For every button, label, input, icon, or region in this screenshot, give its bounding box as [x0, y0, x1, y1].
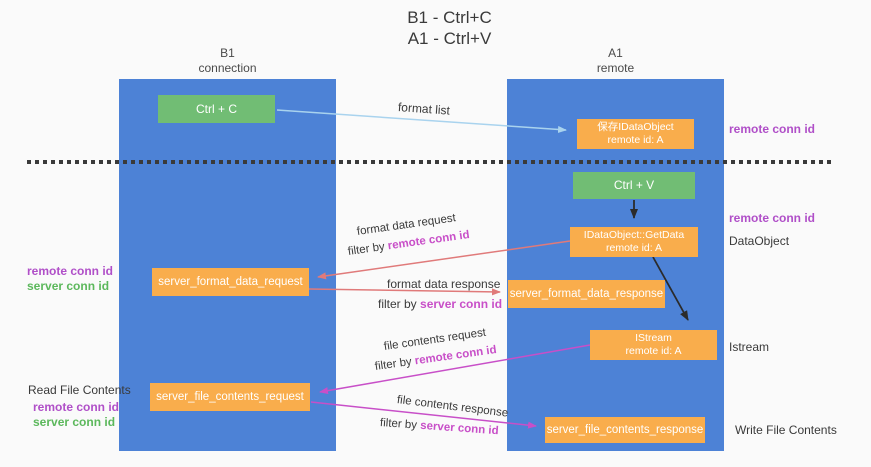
dashed-divider: [27, 160, 832, 164]
left-mid-server-conn-id: server conn id: [27, 279, 110, 293]
getdata-line2: remote id: A: [605, 242, 663, 254]
istream-line1: IStream: [635, 332, 672, 344]
dataobject-annotation: DataObject: [729, 234, 790, 248]
lane-a1-name: A1: [608, 46, 623, 60]
getdata-line1: IDataObject::GetData: [583, 229, 685, 241]
filter-key-server-conn-id: server conn id: [420, 297, 503, 311]
file-contents-response-label: file contents response: [396, 394, 509, 420]
read-file-contents-annotation: Read File Contents: [28, 383, 131, 397]
server-file-contents-response-box: server_file_contents_response: [545, 417, 705, 443]
page-title: B1 - Ctrl+C A1 - Ctrl+V: [377, 7, 522, 49]
write-file-contents-annotation: Write File Contents: [735, 423, 837, 437]
left-mid-remote-conn-id: remote conn id: [27, 264, 114, 278]
title-line2: A1 - Ctrl+V: [407, 29, 492, 48]
filter-key-remote-conn-id: remote conn id: [414, 343, 498, 368]
title-line1: B1 - Ctrl+C: [407, 8, 492, 27]
filter-key-server-conn-id: server conn id: [419, 419, 500, 438]
save-dataobject-line1: 保存IDataObject: [597, 121, 674, 133]
remote-conn-id-top-annotation: remote conn id: [729, 122, 816, 136]
filter-prefix: filter by: [374, 355, 416, 373]
server-file-contents-request-box: server_file_contents_request: [150, 383, 310, 411]
save-dataobject-line2: remote id: A: [607, 134, 664, 146]
lane-b1-name: B1: [220, 46, 235, 60]
format-response-filter-label: filter by server conn id: [378, 297, 502, 311]
server-format-data-request-box: server_format_data_request: [152, 268, 309, 296]
server-format-data-response-box: server_format_data_response: [508, 280, 665, 308]
format-list-label: format list: [397, 100, 451, 118]
ctrl-c-box: Ctrl + C: [158, 95, 275, 123]
getdata-box: IDataObject::GetData remote id: A: [570, 227, 698, 257]
lane-header-a1: A1 remote: [507, 46, 724, 76]
remote-conn-id-mid-annotation: remote conn id: [729, 211, 816, 225]
lane-header-b1: B1 connection: [119, 46, 336, 76]
filter-prefix: filter by: [347, 240, 389, 258]
filter-key-remote-conn-id: remote conn id: [387, 228, 471, 253]
left-bottom-server-conn-id: server conn id: [33, 415, 116, 429]
istream-annotation: Istream: [729, 340, 770, 354]
lane-a1-role: remote: [596, 61, 635, 75]
left-bottom-remote-conn-id: remote conn id: [33, 400, 120, 414]
filter-prefix: filter by: [379, 417, 421, 432]
ctrl-v-box: Ctrl + V: [573, 172, 695, 199]
save-dataobject-box: 保存IDataObject remote id: A: [577, 119, 694, 149]
lane-b1-role: connection: [198, 61, 257, 75]
istream-line2: remote id: A: [625, 345, 682, 357]
file-response-filter-label: filter by server conn id: [380, 417, 499, 437]
istream-box: IStream remote id: A: [590, 330, 717, 360]
filter-prefix: filter by: [378, 297, 421, 311]
format-data-response-label: format data response: [387, 277, 501, 291]
